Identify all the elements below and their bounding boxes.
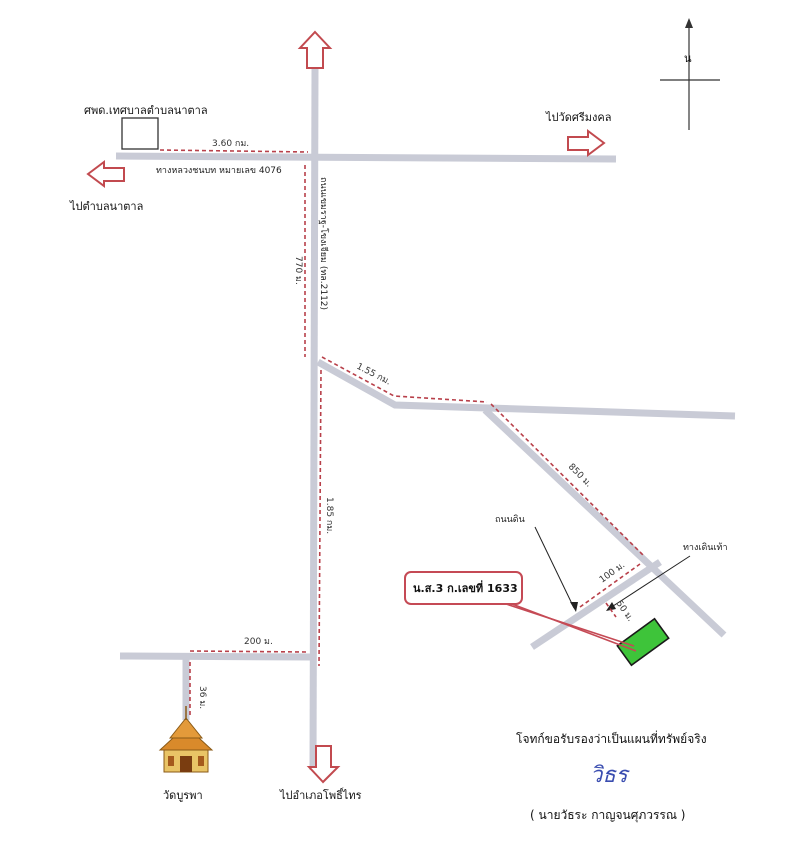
distance-label-36: 36 ม. xyxy=(197,686,207,709)
dist-line-185 xyxy=(318,369,322,667)
distance-label-100: 100 ม. xyxy=(598,560,627,585)
dist-line-100 xyxy=(579,563,641,608)
compass-arrow-icon xyxy=(685,18,693,28)
to-wat-srimongkol-label: ไปวัดศรีมงคล xyxy=(545,111,611,124)
dist-line-200 xyxy=(189,650,307,653)
dirt-road-pointer-icon xyxy=(570,602,578,612)
road-dirt xyxy=(530,559,662,650)
arrow-south-icon xyxy=(306,745,341,784)
signature: วิธร xyxy=(590,763,631,788)
arrow-west-icon xyxy=(86,160,125,188)
footpath-pointer-icon xyxy=(606,602,616,611)
footpath-pointer xyxy=(609,555,691,609)
dist-line-850 xyxy=(490,403,645,557)
distance-label-50: 50 ม. xyxy=(614,599,635,624)
road-temple-west xyxy=(119,652,314,661)
road-diagonal-southeast xyxy=(482,407,727,638)
arrow-east-icon xyxy=(567,129,606,157)
dist-line-360 xyxy=(159,149,309,153)
distance-label-360: 3.60 กม. xyxy=(212,139,249,149)
dist-line-50 xyxy=(605,602,617,618)
municipal-center-label: ศพด.เทศบาลตำบลนาตาล xyxy=(84,104,208,117)
road-main-north-south xyxy=(309,67,319,771)
road-rural-4076 xyxy=(115,152,617,163)
temple: วัดบูรพา xyxy=(158,706,214,802)
dirt-road-pointer xyxy=(534,526,575,609)
temple-label: วัดบูรพา xyxy=(163,789,203,802)
north-compass: น xyxy=(660,18,720,130)
parcel-green-icon xyxy=(616,617,670,667)
distance-label-770: 770 ม. xyxy=(293,256,303,285)
certification-statement: โจทก์ขอรับรองว่าเป็นแผนที่ทรัพย์จริง xyxy=(516,730,707,746)
parcel-label-box xyxy=(404,571,523,605)
to-na-tan-label: ไปตำบลนาตาล xyxy=(69,200,143,213)
arrow-north-icon xyxy=(297,30,333,69)
direction-arrows xyxy=(86,30,606,784)
distance-label-185: 1.85 กม. xyxy=(324,497,334,534)
rural-road-label: ทางหลวงชนบท หมายเลข 4076 xyxy=(156,166,282,176)
dirt-road-label: ถนนดิน xyxy=(495,514,525,525)
temple-icon xyxy=(158,706,214,773)
building-square-icon xyxy=(121,117,159,150)
distance-lines xyxy=(159,149,645,716)
certification: โจทก์ขอรับรองว่าเป็นแผนที่ทรัพย์จริง วิธ… xyxy=(516,730,707,823)
signer-name: ( นายวัธระ กาญจนศุภวรรณ ) xyxy=(530,808,685,823)
compass-north-label: น xyxy=(684,52,692,65)
road-east-branch xyxy=(316,358,736,420)
main-road-label: ถนนเขมราฐ-โขงเจียม (ทล.2112) xyxy=(318,177,329,310)
distance-label-200: 200 ม. xyxy=(244,637,273,647)
to-pho-sai-label: ไปอำเภอโพธิ์ไทร xyxy=(279,787,362,802)
roads xyxy=(115,67,736,771)
parcel-pointer-line-b xyxy=(511,603,637,652)
municipal-center: ศพด.เทศบาลตำบลนาตาล xyxy=(84,104,208,150)
parcel-label: น.ส.3 ก.เลขที่ 1633 xyxy=(413,580,518,595)
footpath-label: ทางเดินเท้า xyxy=(683,542,728,553)
land-parcel: น.ส.3 ก.เลขที่ 1633 xyxy=(404,571,670,667)
